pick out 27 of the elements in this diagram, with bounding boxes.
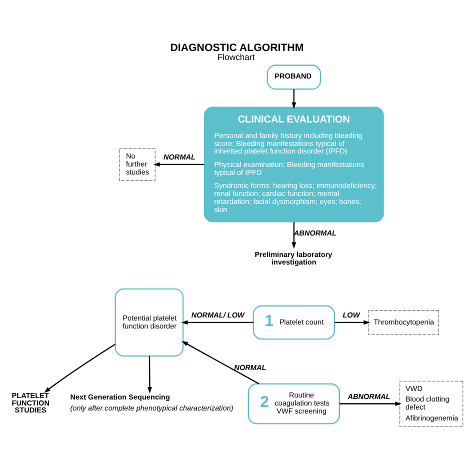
node-box: 1 Platelet count [252,305,336,340]
arrow [292,89,296,109]
arrow [182,341,260,384]
node-box: CLINICAL EVALUATION Personal and family history including bleeding score; Bleeding manifestations typical of inherited platelet function disorder (IPFD) Physical examination: Bleeding manifestations typical of IPFD Syndromic forms: hearing loss; immunodeficiency; renal function; cardiac function; mental retardation; facial dysmorphism; eyes; bones; skin [204,106,384,222]
node-box: Potential platelet function disorder [114,288,184,357]
diagram-title: DIAGNOSTIC ALGORITHM [170,42,304,54]
node-box: PROBAND [266,64,322,90]
node-text: PLATELET FUNCTION STUDIES [12,391,50,415]
edge-label: ABNORMAL [294,228,336,238]
arrow [340,402,402,406]
edge-label: NORMAL [234,362,266,372]
arrow [44,344,116,393]
arrow [153,162,204,167]
arrow [181,320,254,325]
node-box: Thrombocytopenia [368,310,439,335]
edge-label: NORMAL [163,152,196,162]
edge-label: ABNORMAL [348,392,390,401]
caption: Flowchart [217,52,255,62]
node-box: No further studies [119,148,156,181]
node-text: Preliminary laboratory investigation [254,250,332,266]
edge-label: LOW [342,310,360,320]
arrow [292,222,296,249]
node-box: VWD Blood clotting defect Afibrinogenemia [399,380,464,427]
node-text: Next Generation Sequencing (only after complete phenotypical characterization) [70,392,234,412]
arrow [148,356,152,394]
edge-label: NORMAL/ LOW [191,310,244,320]
arrow [334,320,370,325]
